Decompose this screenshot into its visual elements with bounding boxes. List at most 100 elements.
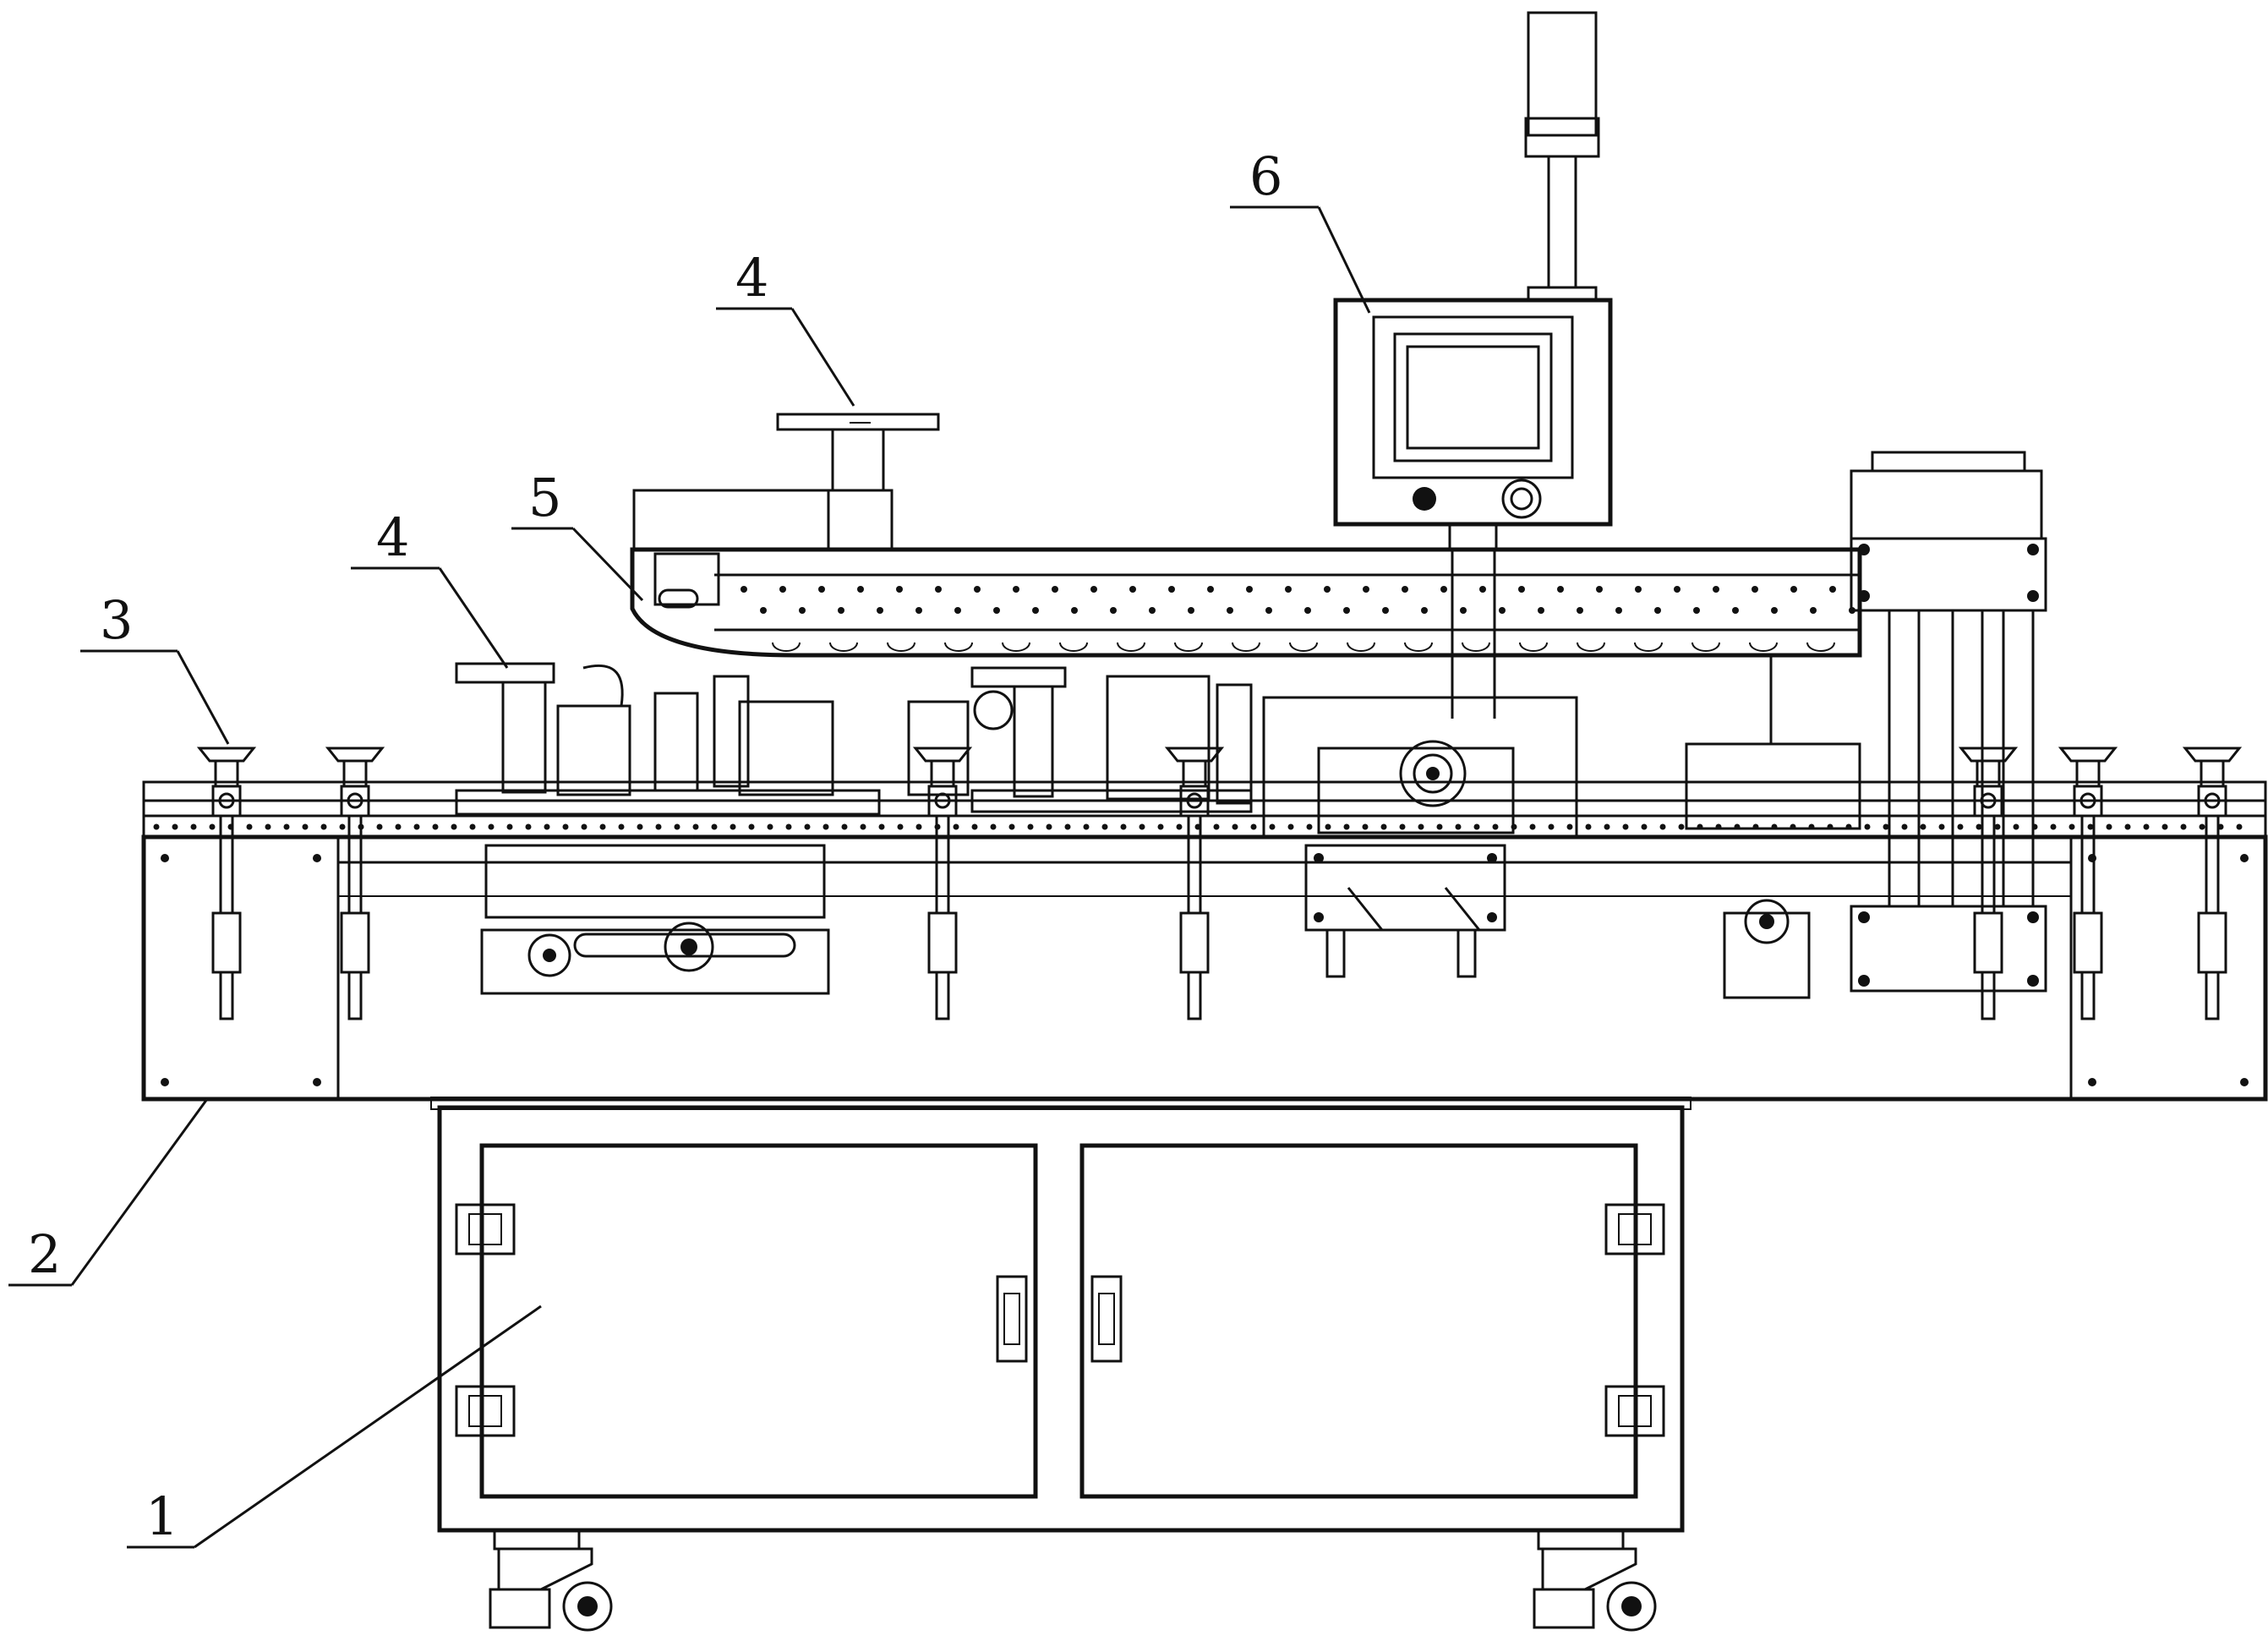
- chain-link: [1269, 823, 1276, 830]
- chain-link: [953, 823, 959, 830]
- belt-dot: [1440, 586, 1447, 593]
- chain-link: [190, 823, 197, 830]
- belt-dot: [741, 586, 747, 593]
- chain-link: [1938, 823, 1945, 830]
- guide-rail-adjuster: [2058, 747, 2118, 1020]
- chain-link: [469, 823, 476, 830]
- label-1: 1: [145, 1485, 178, 1547]
- label-6: 6: [1249, 145, 1282, 207]
- chain-link: [1548, 823, 1555, 830]
- chain-link: [618, 823, 625, 830]
- chain-link: [1008, 823, 1015, 830]
- right-mechanism: [1685, 655, 1861, 999]
- chain-link: [246, 823, 253, 830]
- chain-link: [506, 823, 513, 830]
- chain-link: [2199, 823, 2205, 830]
- chain-link: [395, 823, 402, 830]
- guide-rail-adjuster: [912, 747, 973, 1020]
- chain-link: [1083, 823, 1090, 830]
- belt-dot: [954, 607, 961, 614]
- belt-dot: [838, 607, 844, 614]
- callout-labels: 1 2 3 4 5 4 6: [28, 145, 1282, 1547]
- belt-dot: [877, 607, 883, 614]
- label-4-top: 4: [735, 247, 768, 309]
- belt-dot: [1810, 607, 1817, 614]
- chain-link: [1436, 823, 1443, 830]
- chain-link: [767, 823, 773, 830]
- chain-link: [2143, 823, 2150, 830]
- chain-link: [2124, 823, 2131, 830]
- belt-dot: [1421, 607, 1428, 614]
- leader-lines: [8, 205, 1371, 1549]
- chain-link: [860, 823, 866, 830]
- chain-link: [302, 823, 309, 830]
- top-label-head: [630, 489, 1862, 658]
- chain-link: [1976, 823, 1982, 830]
- belt-dot: [1771, 607, 1778, 614]
- signal-tower: [1524, 11, 1600, 302]
- belt-roller: [1634, 642, 1663, 652]
- chain-link: [990, 823, 997, 830]
- chain-link: [841, 823, 848, 830]
- belt-roller: [1117, 642, 1145, 652]
- chain-link: [1920, 823, 1926, 830]
- chain-link: [1901, 823, 1908, 830]
- belt-dot: [1149, 607, 1156, 614]
- chain-link: [822, 823, 829, 830]
- chain-link: [915, 823, 922, 830]
- chain-link: [692, 823, 699, 830]
- belt-dot: [1479, 586, 1486, 593]
- chain-link: [1232, 823, 1238, 830]
- belt-dot: [857, 586, 864, 593]
- belt-dot: [1713, 586, 1719, 593]
- belt-roller: [1347, 642, 1375, 652]
- belt-dot: [1110, 607, 1117, 614]
- chain-link: [2106, 823, 2112, 830]
- belt-roller: [1462, 642, 1490, 652]
- labeling-head-left: [455, 662, 881, 995]
- label-2: 2: [28, 1223, 61, 1285]
- belt-dot: [1654, 607, 1661, 614]
- guide-rail-adjuster: [1958, 747, 2019, 1020]
- belt-dot: [1382, 607, 1389, 614]
- chain-link: [1157, 823, 1164, 830]
- conveyor-chain: [153, 823, 2243, 830]
- belt-roller: [829, 642, 858, 652]
- belt-roller: [1519, 642, 1548, 652]
- belt-dot: [1538, 607, 1544, 614]
- door-handle-right: [1090, 1275, 1123, 1363]
- belt-dot: [1557, 586, 1564, 593]
- chain-link: [265, 823, 271, 830]
- belt-dot: [1732, 607, 1739, 614]
- label-5: 5: [528, 467, 561, 528]
- chain-link: [581, 823, 587, 830]
- chain-link: [1994, 823, 2001, 830]
- belt-dot: [1324, 586, 1331, 593]
- belt-roller: [1806, 642, 1835, 652]
- belt-dot: [1265, 607, 1272, 614]
- belt-dot: [1693, 607, 1700, 614]
- belt-dot: [1499, 607, 1506, 614]
- chain-link: [1306, 823, 1313, 830]
- chain-link: [544, 823, 550, 830]
- chain-link: [525, 823, 532, 830]
- belt-dot: [1168, 586, 1175, 593]
- labeling-head-top: [776, 413, 940, 492]
- chain-link: [1492, 823, 1499, 830]
- hinge-right-bottom: [1604, 1385, 1665, 1437]
- belt-dot: [1577, 607, 1583, 614]
- chain-link: [339, 823, 346, 830]
- caster-right: [1533, 1529, 1657, 1632]
- belt-dot: [1246, 586, 1253, 593]
- caster-left: [489, 1529, 613, 1632]
- belt-dot: [1635, 586, 1642, 593]
- chain-link: [971, 823, 978, 830]
- belt-dot: [1674, 586, 1681, 593]
- belt-roller: [887, 642, 915, 652]
- chain-link: [1529, 823, 1536, 830]
- belt-roller: [772, 642, 801, 652]
- belt-dot: [1129, 586, 1136, 593]
- chain-link: [1604, 823, 1610, 830]
